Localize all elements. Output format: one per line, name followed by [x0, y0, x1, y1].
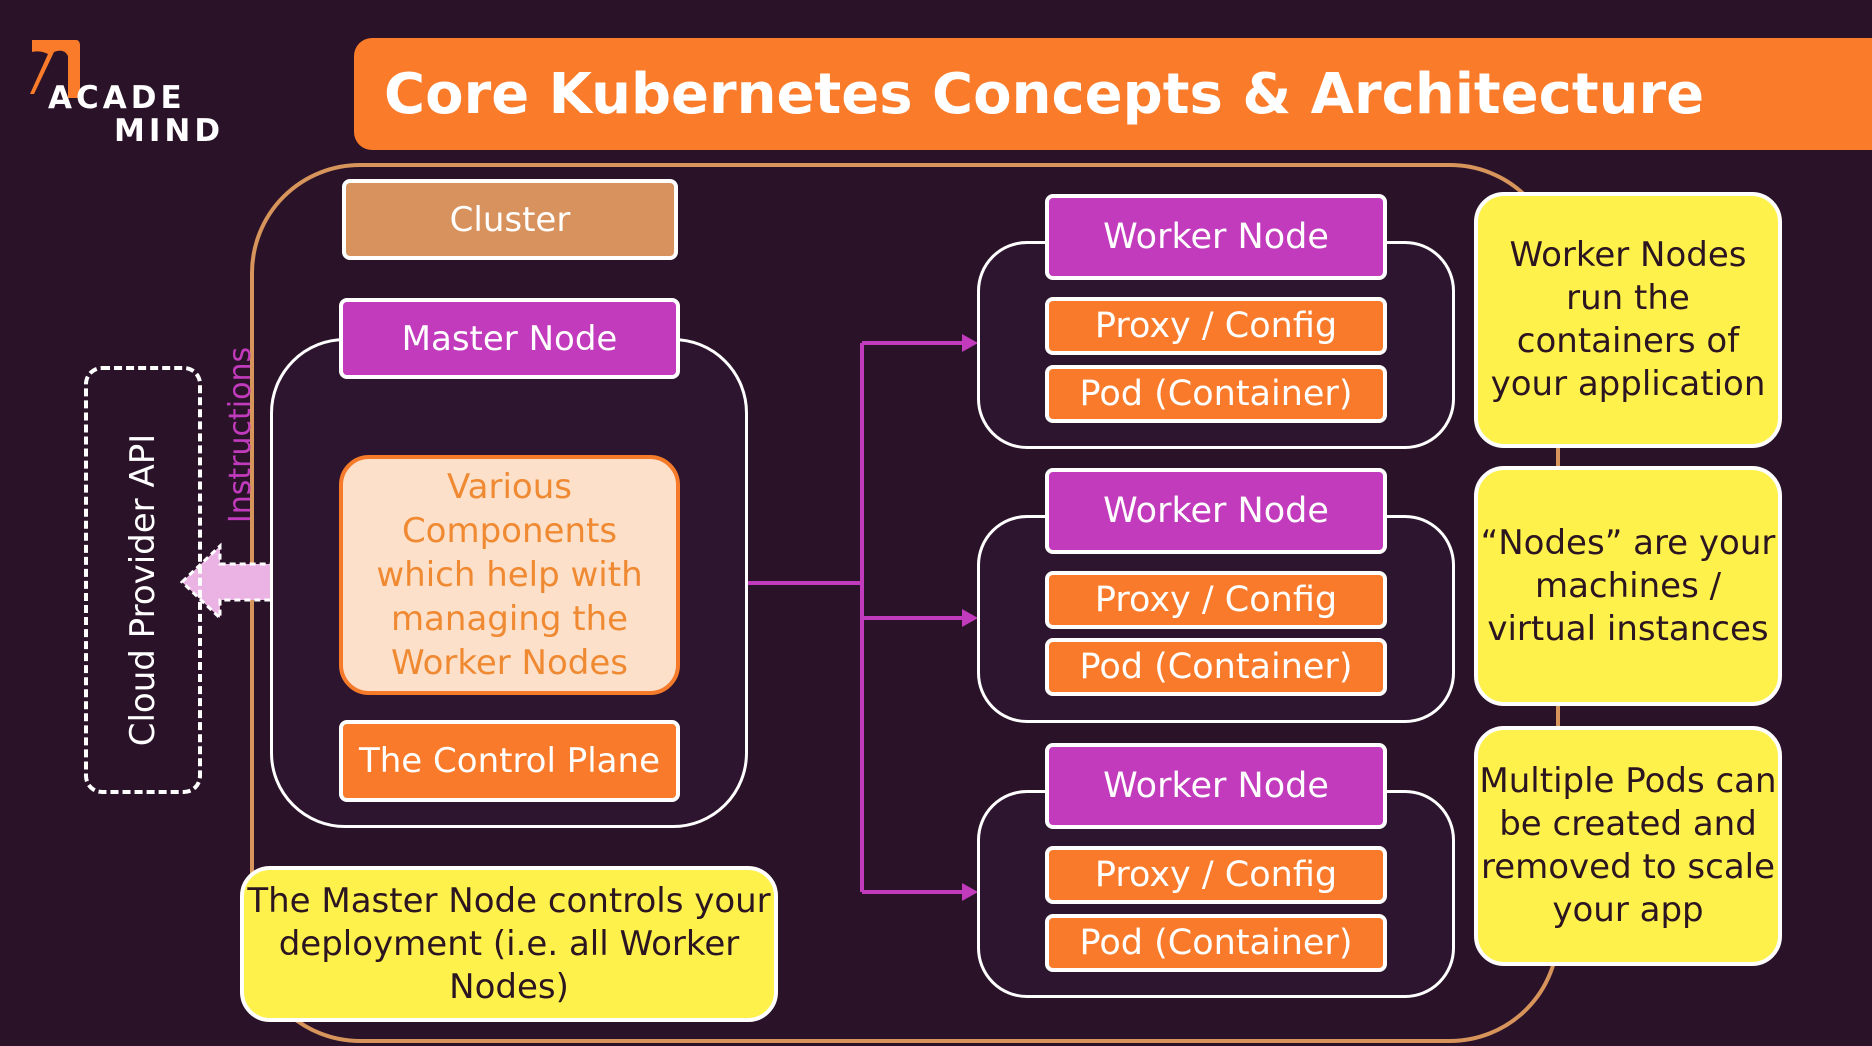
note-worker-nodes: Worker Nodes run the containers of your … [1474, 192, 1782, 448]
worker-node-header: Worker Node [1045, 468, 1387, 554]
note-nodes-definition: “Nodes” are your machines / virtual inst… [1474, 466, 1782, 706]
note-master-node: The Master Node controls your deployment… [240, 866, 778, 1022]
instructions-label: Instructions [222, 346, 258, 524]
worker-pod: Pod (Container) [1045, 638, 1387, 696]
worker-pod: Pod (Container) [1045, 914, 1387, 972]
note-pods-scaling: Multiple Pods can be created and removed… [1474, 726, 1782, 966]
worker-node-header: Worker Node [1045, 743, 1387, 829]
control-plane-label: The Control Plane [339, 720, 680, 802]
logo-text-acade: ACADE [48, 80, 186, 116]
cloud-provider-label: Cloud Provider API [123, 433, 163, 747]
cloud-provider-box [84, 366, 202, 794]
master-components-box: Various Components which help with manag… [339, 455, 680, 695]
master-node-header: Master Node [339, 298, 680, 379]
academind-logo-icon [30, 40, 80, 98]
worker-proxy-config: Proxy / Config [1045, 846, 1387, 904]
worker-pod: Pod (Container) [1045, 365, 1387, 423]
worker-proxy-config: Proxy / Config [1045, 297, 1387, 355]
worker-node-header: Worker Node [1045, 194, 1387, 280]
logo-text-mind: MIND [114, 113, 225, 149]
worker-proxy-config: Proxy / Config [1045, 571, 1387, 629]
page-title: Core Kubernetes Concepts & Architecture [354, 38, 1872, 150]
cluster-label: Cluster [342, 179, 678, 260]
